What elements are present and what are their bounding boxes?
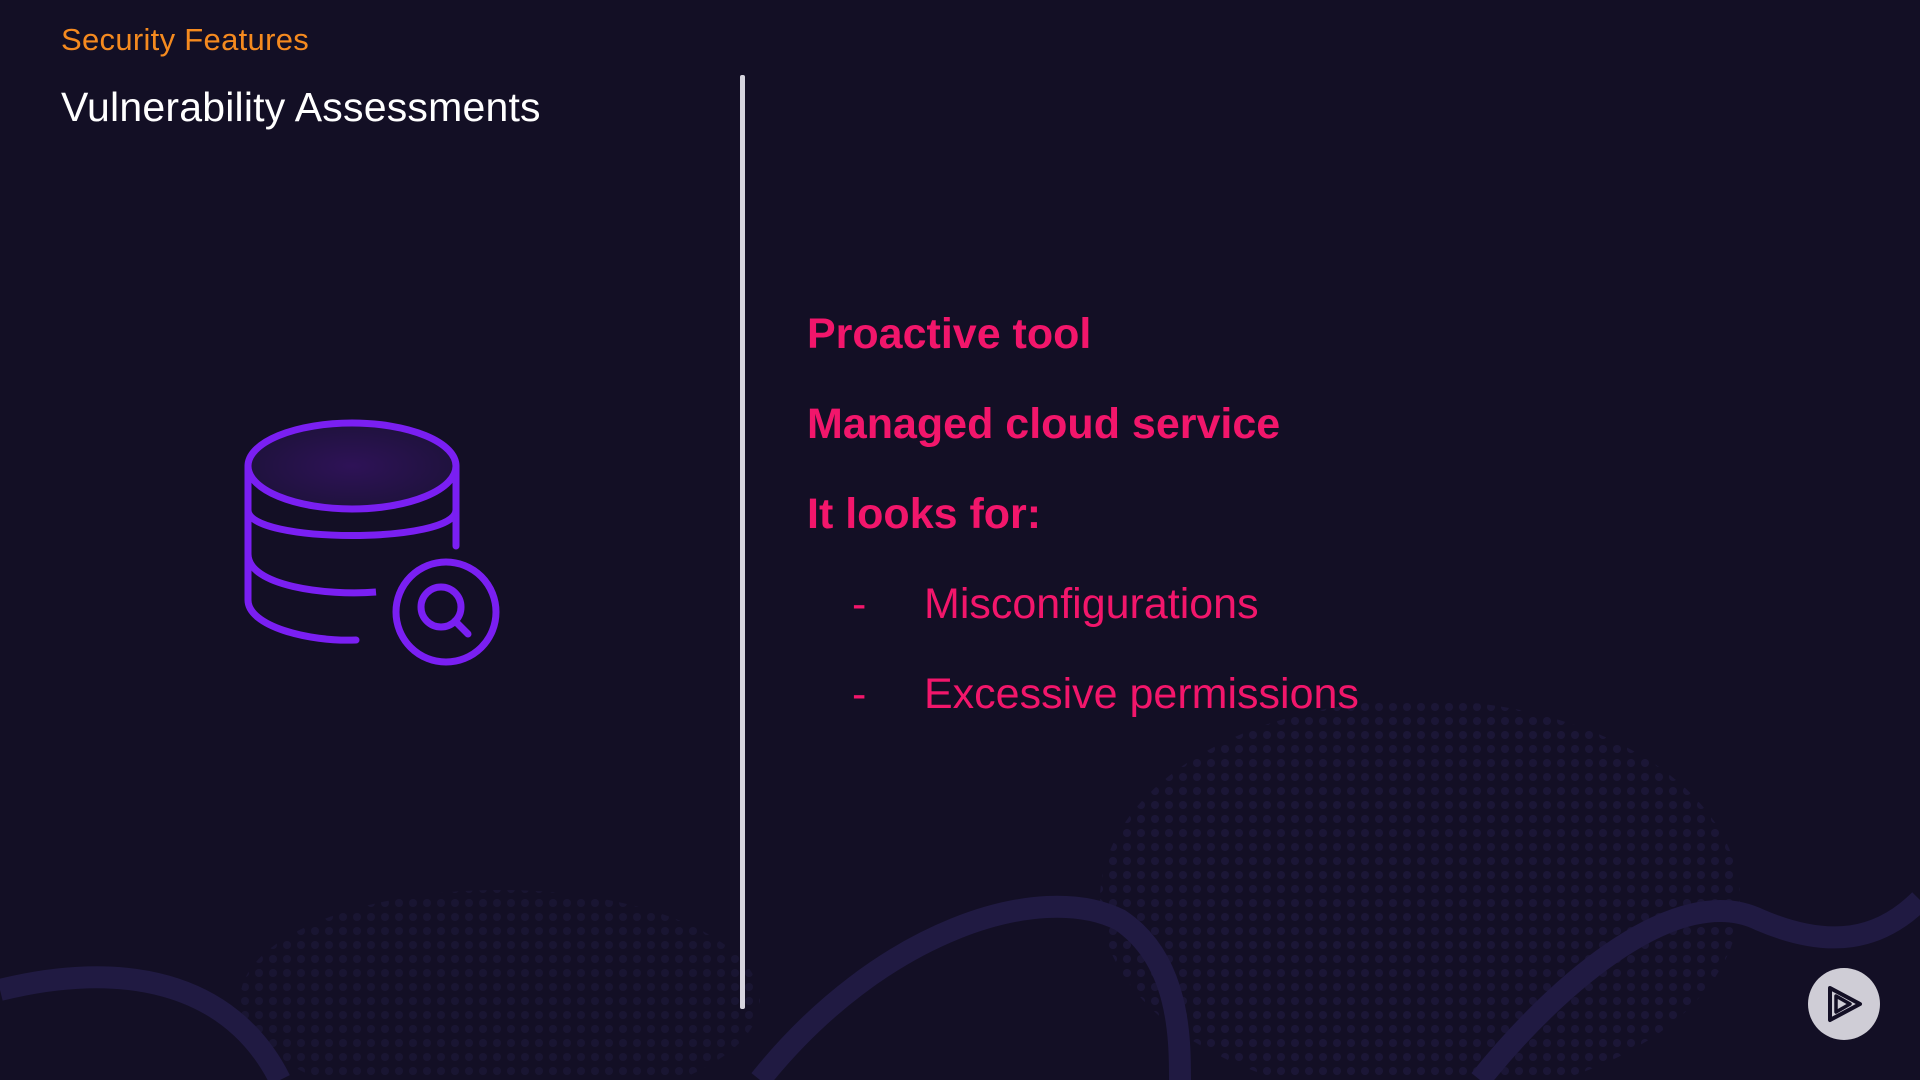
sub-bullet-text: Excessive permissions — [924, 670, 1359, 718]
database-search-icon — [244, 419, 500, 666]
sub-bullet-excessive-permissions: - Excessive permissions — [852, 670, 1359, 719]
sub-bullet-text: Misconfigurations — [924, 580, 1259, 628]
bullet-managed-cloud-service: Managed cloud service — [807, 400, 1281, 448]
vertical-divider — [740, 75, 745, 1009]
section-label: Security Features — [61, 22, 310, 57]
slide-title: Vulnerability Assessments — [61, 84, 541, 130]
dash-marker: - — [852, 580, 867, 628]
bullet-it-looks-for: It looks for: — [807, 490, 1042, 538]
dash-marker: - — [852, 670, 867, 718]
play-logo-icon — [1828, 986, 1862, 1022]
play-logo-button[interactable] — [1808, 968, 1880, 1040]
bullet-proactive-tool: Proactive tool — [807, 310, 1092, 358]
bullet-list: Proactive tool Managed cloud service It … — [807, 0, 1857, 1080]
sub-bullet-misconfigurations: - Misconfigurations — [852, 580, 1259, 629]
